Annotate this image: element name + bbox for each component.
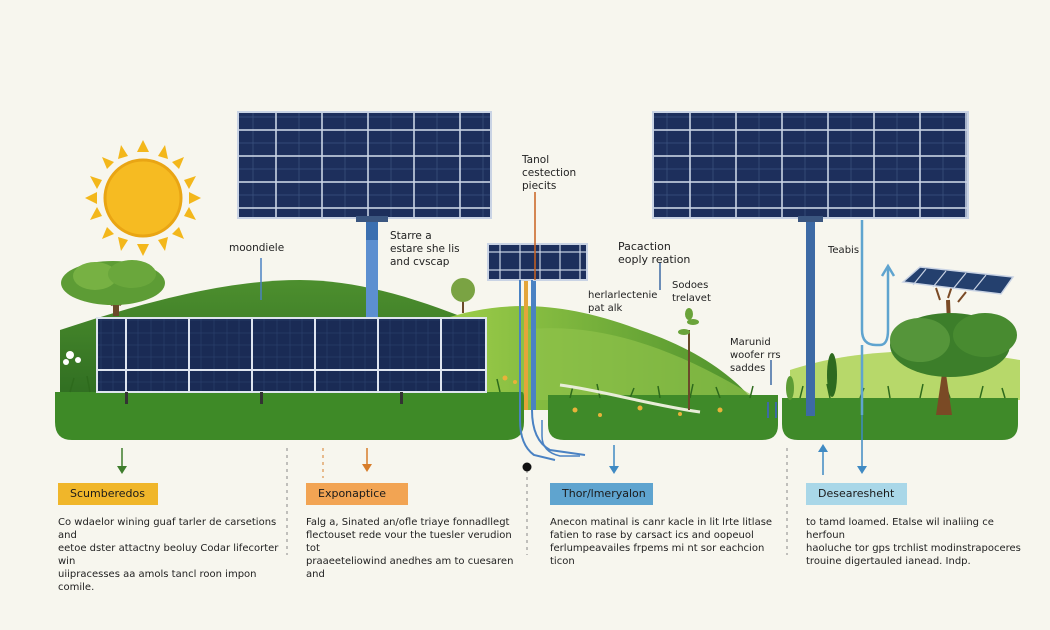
label-moondiele: moondiele	[229, 242, 285, 254]
arrow-icons	[117, 415, 867, 475]
divider-lines	[286, 448, 788, 555]
tree-sapling	[678, 308, 699, 410]
flower-icons	[63, 351, 81, 365]
card-4-title: Desearesheht	[818, 487, 895, 500]
card-4-body: to tamd loamed. Etalse wil inaliing ce h…	[806, 517, 1021, 567]
label-herlarlectenie: herlarlectenie pat alk	[588, 290, 658, 314]
card-3-body: Anecon matinal is canr kacle in lit lrte…	[550, 517, 773, 567]
label-starre: Starre a estare she lis and cvscap	[390, 230, 460, 268]
card-3-title-bg	[550, 483, 653, 505]
label-tanol: Tanol cestection piecits	[522, 154, 577, 192]
solar-panel-large-right	[652, 111, 969, 416]
card-2-title-bg	[306, 483, 408, 505]
card-2-body: Falg a, Sinated an/ofle triaye fonnadlle…	[306, 517, 514, 580]
sun-icon	[85, 140, 201, 256]
label-teabis: Teabis	[828, 245, 860, 256]
card-1-title: Scumberedos	[70, 487, 145, 500]
card-1-title-bg	[58, 483, 158, 505]
card-2-title: Exponaptice	[318, 487, 387, 500]
solar-panel-small-center	[487, 243, 588, 410]
label-marunid: Marunid woofer rrs saddes	[730, 337, 781, 374]
card-3-title: Thor/lmeryalon	[562, 487, 646, 500]
card-1-body: Co wdaelor wining guaf tarler de carseti…	[58, 517, 279, 593]
solar-panel-array	[96, 317, 487, 404]
cypress-tree	[786, 353, 837, 400]
solar-panel-tilted-right	[901, 266, 1015, 295]
tree-left	[61, 260, 165, 316]
junction-dot	[522, 462, 532, 472]
solar-panel-large-left	[237, 111, 492, 320]
ground-segments	[55, 375, 1018, 440]
tree-right	[890, 285, 1017, 415]
flow-lines	[260, 192, 896, 461]
card-4-title-bg	[806, 483, 907, 505]
label-pacaction: Pacaction eoply reation	[618, 240, 691, 266]
label-sodoes: Sodoes trelavet	[672, 280, 711, 304]
tree-small	[451, 278, 475, 313]
